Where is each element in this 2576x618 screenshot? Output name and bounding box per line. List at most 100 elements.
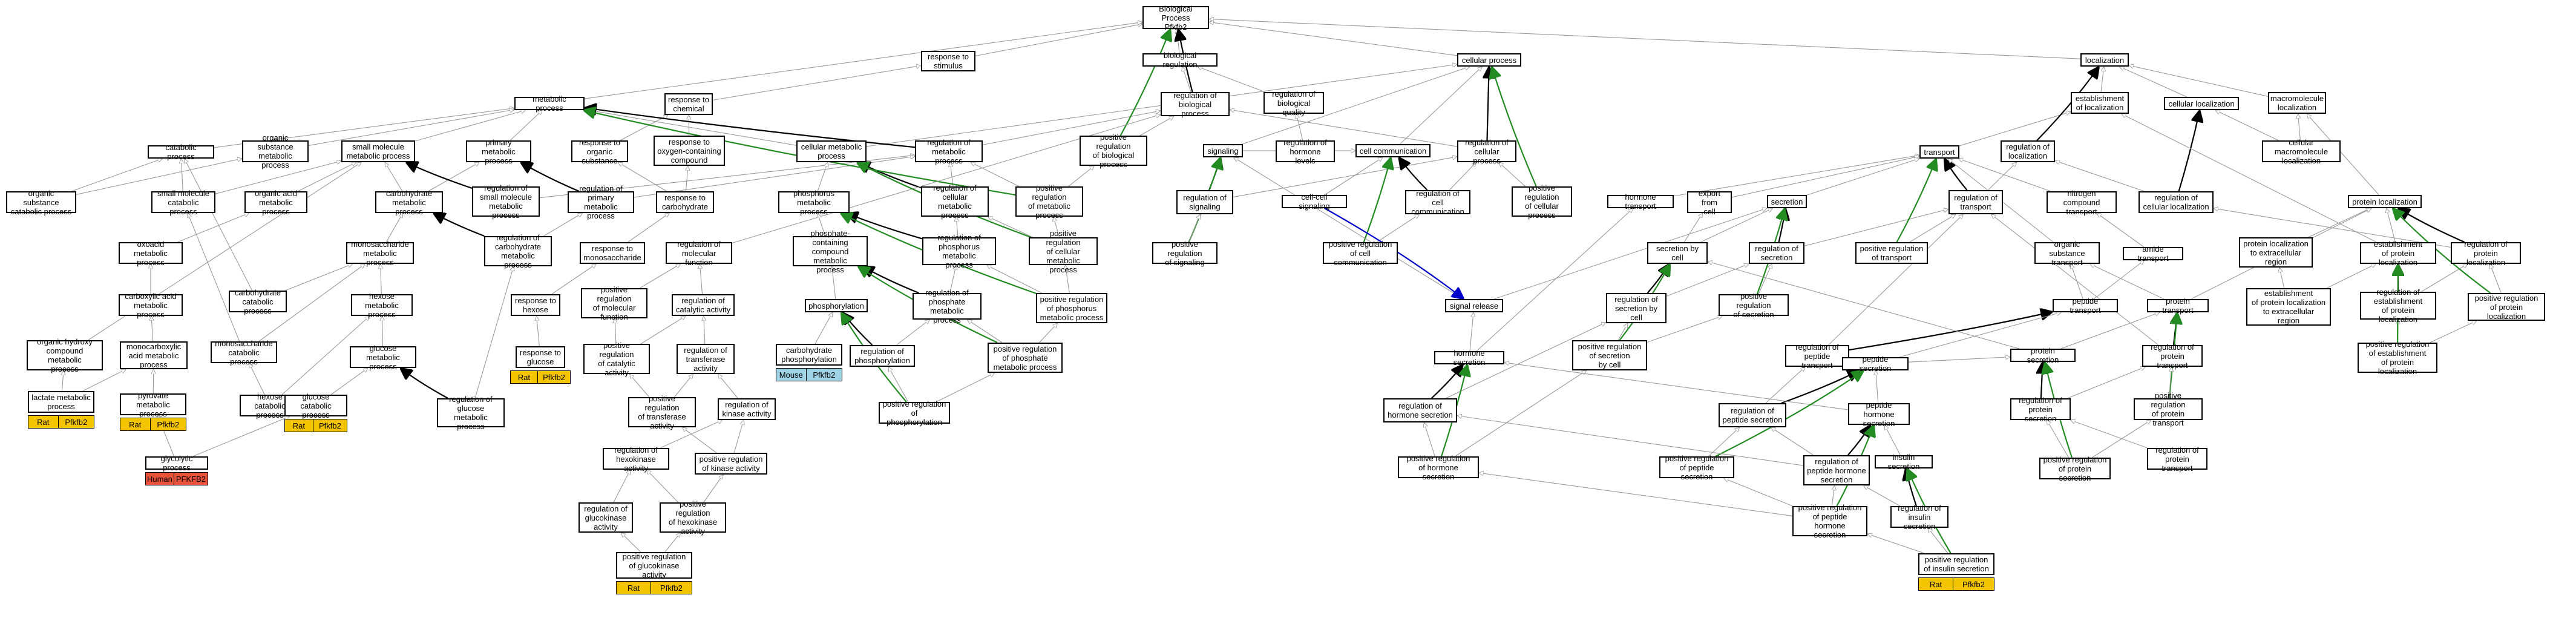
go-term-node-rbp[interactable]: regulation of biological process <box>1161 91 1230 118</box>
go-term-node-cam[interactable]: carboxylic acid metabolic process <box>119 292 183 319</box>
go-term-node-rprt[interactable]: regulation of protein transport <box>2142 343 2203 370</box>
go-term-node-rmf[interactable]: regulation of molecular function <box>666 240 732 267</box>
go-term-node-ohcmp[interactable]: organic hydroxy compound metabolic proce… <box>27 337 103 373</box>
go-term-node-rpt[interactable]: regulation of peptide transport <box>1785 343 1849 370</box>
go-term-node-rcmp[interactable]: regulation of cellular metabolic process <box>921 183 989 220</box>
go-term-node-cmp[interactable]: cellular metabolic process <box>796 140 867 162</box>
go-term-node-rps[interactable]: regulation of protein secretion <box>2010 396 2071 423</box>
go-term-node-prga[interactable]: positive regulation of glucokinase activ… <box>616 552 692 579</box>
go-term-node-tr[interactable]: transport <box>1919 145 1959 159</box>
go-term-node-rsig[interactable]: regulation of signaling <box>1176 190 1233 214</box>
go-term-node-rka[interactable]: regulation of kinase activity <box>718 398 776 420</box>
go-term-node-prcmp[interactable]: positive regulation of cellular metaboli… <box>1029 229 1098 274</box>
go-term-node-rha[interactable]: regulation of hexokinase activity <box>603 445 669 473</box>
go-term-node-sr[interactable]: signal release <box>1445 299 1503 312</box>
go-term-node-prsec[interactable]: positive regulation of secretion <box>1719 292 1789 319</box>
go-term-node-prhs[interactable]: positive regulation of hormone secretion <box>1398 454 1479 481</box>
go-term-node-ps[interactable]: protein secretion <box>2010 346 2076 364</box>
go-term-node-gp[interactable]: glycolytic process <box>145 454 208 472</box>
go-term-node-prka[interactable]: positive regulation of kinase activity <box>695 453 767 475</box>
go-term-node-rtos[interactable]: response to organic substance <box>571 138 628 165</box>
go-term-node-rchmp[interactable]: regulation of carbohydrate metabolic pro… <box>484 233 552 269</box>
go-term-node-pl[interactable]: protein localization <box>2348 195 2422 208</box>
go-term-node-mscp[interactable]: monosaccharide catabolic process <box>211 339 277 366</box>
go-term-node-rca[interactable]: regulation of catalytic activity <box>672 294 735 316</box>
go-term-node-nct[interactable]: nitrogen compound transport <box>2047 189 2117 216</box>
go-term-node-rpeps[interactable]: regulation of peptide secretion <box>1719 403 1786 427</box>
go-term-node-epl[interactable]: establishment of protein localization <box>2360 240 2436 267</box>
go-term-node-prphos[interactable]: positive regulation of phosphorylation <box>879 399 950 427</box>
go-term-node-rsec[interactable]: regulation of secretion <box>1749 242 1804 264</box>
go-term-node-rbq[interactable]: regulation of biological quality <box>1263 90 1324 117</box>
go-term-node-sec[interactable]: secretion <box>1767 195 1807 208</box>
go-term-node-pprt[interactable]: positive regulation of protein transport <box>2134 391 2203 427</box>
go-term-node-prpcmp[interactable]: positive regulation of phosphate metabol… <box>988 343 1063 373</box>
go-term-node-mcam[interactable]: monocarboxylic acid metabolic process <box>120 341 188 369</box>
go-term-node-oxmp[interactable]: oxoacid metabolic process <box>119 240 183 267</box>
go-term-node-rmp[interactable]: regulation of metabolic process <box>915 138 983 165</box>
go-term-node-rcl[interactable]: regulation of cellular localization <box>2138 191 2214 213</box>
go-term-node-rtm[interactable]: response to monosaccharide <box>580 242 645 264</box>
go-term-node-rhs[interactable]: regulation of hormone secretion <box>1383 398 1457 422</box>
go-term-node-rtg[interactable]: response to glucose <box>516 346 565 368</box>
go-term-node-rpmp[interactable]: regulation of primary metabolic process <box>568 184 634 220</box>
go-term-node-ost[interactable]: organic substance transport <box>2034 240 2100 267</box>
go-term-node-rloc[interactable]: regulation of localization <box>2001 140 2055 162</box>
go-term-node-pept[interactable]: peptide transport <box>2053 297 2118 315</box>
go-term-node-prmp[interactable]: positive regulation of metabolic process <box>1015 183 1083 220</box>
go-term-node-sbc[interactable]: secretion by cell <box>1647 242 1708 264</box>
go-term-node-msmp[interactable]: monosaccharide metabolic process <box>346 240 414 267</box>
go-term-node-prta[interactable]: positive regulation of transferase activ… <box>628 394 696 430</box>
go-term-node-pris[interactable]: positive regulation of insulin secretion <box>1918 553 1994 575</box>
go-term-node-rsbc[interactable]: regulation of secretion by cell <box>1606 293 1667 323</box>
go-term-node-rpl[interactable]: regulation of protein localization <box>2451 240 2521 267</box>
go-term-node-osmp[interactable]: organic substance metabolic process <box>242 133 309 169</box>
go-term-node-is[interactable]: insulin secretion <box>1875 453 1933 471</box>
go-term-node-cml[interactable]: cellular macromolecule localization <box>2262 138 2341 165</box>
go-term-node-pt[interactable]: protein transport <box>2147 297 2209 315</box>
go-term-node-prcp[interactable]: positive regulation of cellular process <box>1512 183 1572 220</box>
go-term-node-sig[interactable]: signaling <box>1203 144 1243 157</box>
go-term-node-glcmp[interactable]: glucose metabolic process <box>350 344 416 371</box>
go-term-node-rtc[interactable]: response to chemical <box>664 93 713 115</box>
go-term-node-smmp[interactable]: small molecule metabolic process <box>341 140 415 162</box>
go-term-node-rts[interactable]: response to stimulus <box>921 51 975 71</box>
go-term-node-ris[interactable]: regulation of insulin secretion <box>1890 504 1948 531</box>
go-term-node-rtr[interactable]: regulation of transport <box>1948 190 2003 214</box>
go-term-node-repl[interactable]: regulation of establishment of protein l… <box>2360 288 2436 324</box>
go-term-node-peps[interactable]: peptide secretion <box>1842 355 1909 373</box>
go-term-node-prmf[interactable]: positive regulation of molecular functio… <box>581 285 647 321</box>
go-term-node-prsbc[interactable]: positive regulation of secretion by cell <box>1572 340 1647 370</box>
go-term-node-phs[interactable]: peptide hormone secretion <box>1848 401 1910 428</box>
go-term-node-rta[interactable]: regulation of transferase activity <box>677 344 735 374</box>
go-term-node-preplp[interactable]: positive regulation of establishment of … <box>2358 340 2437 376</box>
go-term-node-hs[interactable]: hormone secretion <box>1434 349 1504 367</box>
go-term-node-macl[interactable]: macromolecule localization <box>2268 92 2326 114</box>
go-term-node-chp[interactable]: carbohydrate phosphorylation <box>776 344 842 366</box>
go-term-node-lmp[interactable]: lactate metabolic process <box>28 391 94 413</box>
go-term-node-smcp[interactable]: small molecule catabolic process <box>151 189 215 216</box>
go-term-node-prcc[interactable]: positive regulation of cell communicatio… <box>1323 240 1398 267</box>
go-term-node-bp[interactable]: Biological Process Pfkfb2 <box>1142 4 1209 31</box>
go-term-node-rtoc[interactable]: response to oxygen-containing compound <box>654 136 725 166</box>
go-term-node-phmp[interactable]: phosphorus metabolic process <box>778 189 850 216</box>
go-term-node-pprs[interactable]: positive regulation of protein secretion <box>2039 455 2111 482</box>
go-term-node-pcmp[interactable]: phosphate-containing compound metabolic … <box>793 229 868 274</box>
go-term-node-breg[interactable]: biological regulation <box>1142 51 1218 69</box>
go-term-node-rcp[interactable]: regulation of cellular process <box>1457 138 1516 165</box>
go-term-node-rtcarb[interactable]: response to carbohydrate <box>656 191 714 213</box>
go-term-node-pmpy[interactable]: pyruvate metabolic process <box>120 391 186 418</box>
go-term-node-rga[interactable]: regulation of glucokinase activity <box>578 502 633 533</box>
go-term-node-catp[interactable]: catabolic process <box>148 143 214 161</box>
go-term-node-rpt2[interactable]: regulation of protein transport <box>2147 445 2207 473</box>
go-term-node-rphs[interactable]: regulation of peptide hormone secretion <box>1803 455 1870 485</box>
go-term-node-loc[interactable]: localization <box>2080 53 2129 67</box>
go-term-node-gcp[interactable]: glucose catabolic process <box>284 392 347 419</box>
go-term-node-ccs[interactable]: cell-cell signaling <box>1282 192 1347 211</box>
